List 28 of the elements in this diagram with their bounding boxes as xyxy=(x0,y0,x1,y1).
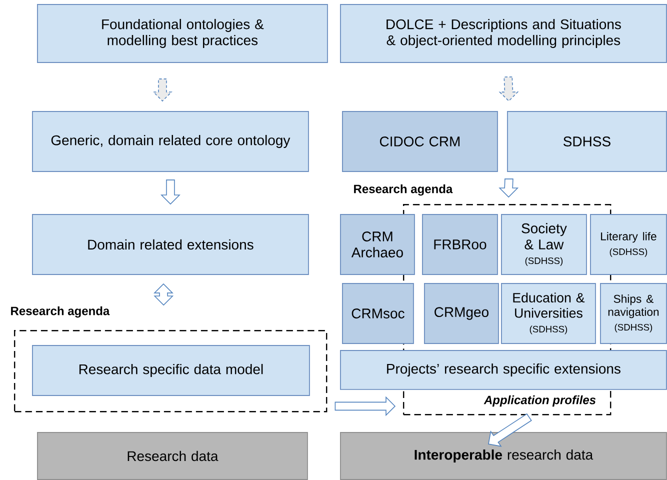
block-arrow xyxy=(152,78,172,102)
heading-label: Research agenda xyxy=(354,184,453,196)
ontology-box: Domain related extensions xyxy=(32,214,309,275)
ontology-box: Foundational ontologies & modelling best practices xyxy=(37,4,328,63)
block-arrow xyxy=(498,76,519,102)
block-arrow xyxy=(334,396,396,416)
block-arrow xyxy=(160,180,180,205)
ontology-box: Research specific data model xyxy=(32,345,310,396)
ontology-box: Ships & navigation (SDHSS) xyxy=(600,283,667,344)
frame-label: Application profiles xyxy=(484,395,596,407)
ontology-box: CRMgeo xyxy=(424,283,499,344)
block-arrow xyxy=(498,178,519,198)
data-box: Interoperable research data xyxy=(340,432,667,480)
data-box: Research data xyxy=(37,432,308,480)
heading-label: Research agenda xyxy=(11,306,110,318)
ontology-box: Society & Law (SDHSS) xyxy=(501,214,587,275)
block-arrow xyxy=(154,283,174,306)
ontology-box: Education & Universities (SDHSS) xyxy=(501,283,596,344)
ontology-box: Generic, domain related core ontology xyxy=(32,111,309,172)
ontology-box: CIDOC CRM xyxy=(342,111,498,172)
ontology-box: CRM Archaeo xyxy=(340,214,415,275)
ontology-box: DOLCE + Descriptions and Situations & object-oriented modelling principles xyxy=(340,4,667,63)
ontology-box: SDHSS xyxy=(507,111,667,172)
ontology-box: Projects’ research specific extensions xyxy=(340,350,667,390)
ontology-box: FRBRoo xyxy=(422,214,498,275)
ontology-box: Literary life (SDHSS) xyxy=(590,214,667,275)
ontology-box: CRMsoc xyxy=(342,283,414,344)
block-arrow xyxy=(488,413,532,447)
